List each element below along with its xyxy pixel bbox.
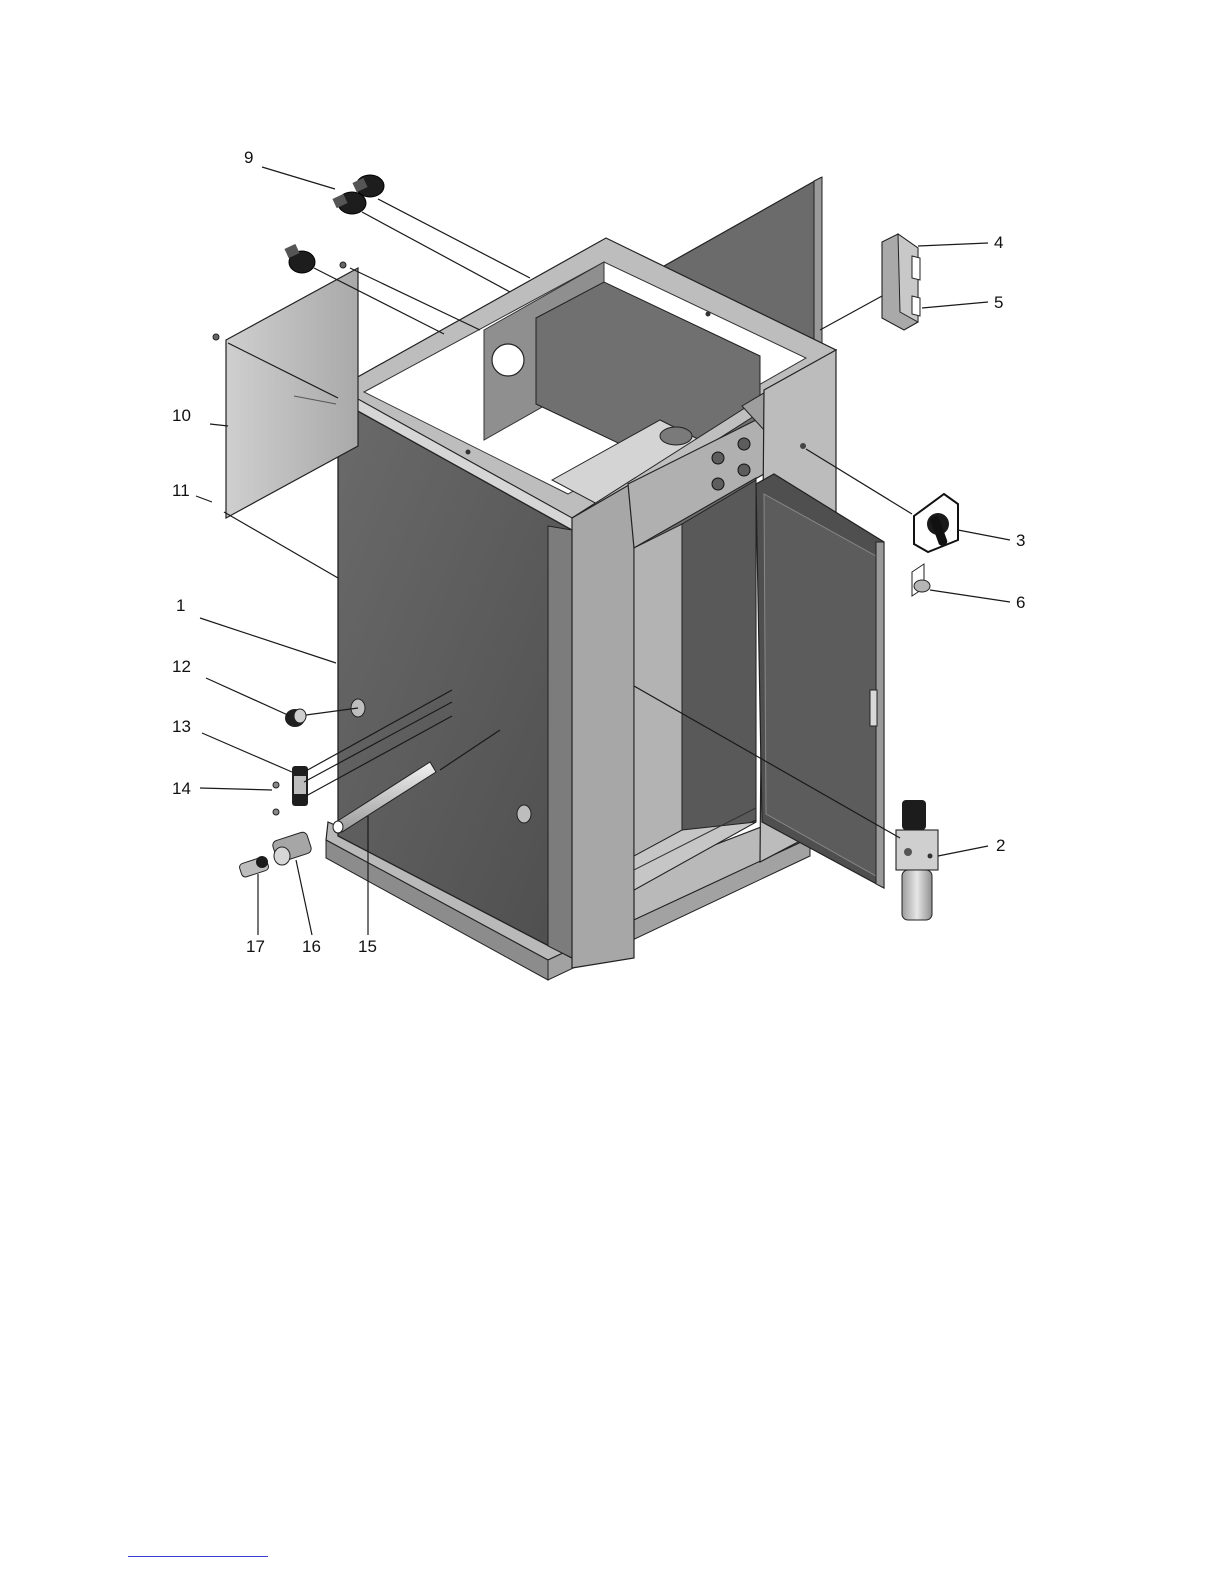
callout-12: 12 [172,657,191,676]
fittings-group [239,709,313,878]
callout-14: 14 [172,779,191,798]
callout-16: 16 [302,937,321,956]
callout-15: 15 [358,937,377,956]
callout-5: 5 [994,293,1003,312]
callout-9: 9 [244,148,253,167]
footnote-rule [128,1556,268,1557]
callout-13: 13 [172,717,191,736]
callout-1: 1 [176,596,185,615]
rotary-switch [914,494,958,552]
callout-2: 2 [996,836,1005,855]
filter-regulator [896,800,938,920]
knob-assembly [284,175,384,273]
callout-4: 4 [994,233,1003,252]
callout-17: 17 [246,937,265,956]
door-latch [912,564,930,596]
callout-6: 6 [1016,593,1025,612]
cabinet-interior [634,478,756,890]
cabinet-door [756,474,884,888]
callout-10: 10 [172,406,191,425]
callout-3: 3 [1016,531,1025,550]
mounting-bracket [882,234,920,330]
side-cover-panel [213,262,358,518]
callout-11: 11 [172,481,190,500]
